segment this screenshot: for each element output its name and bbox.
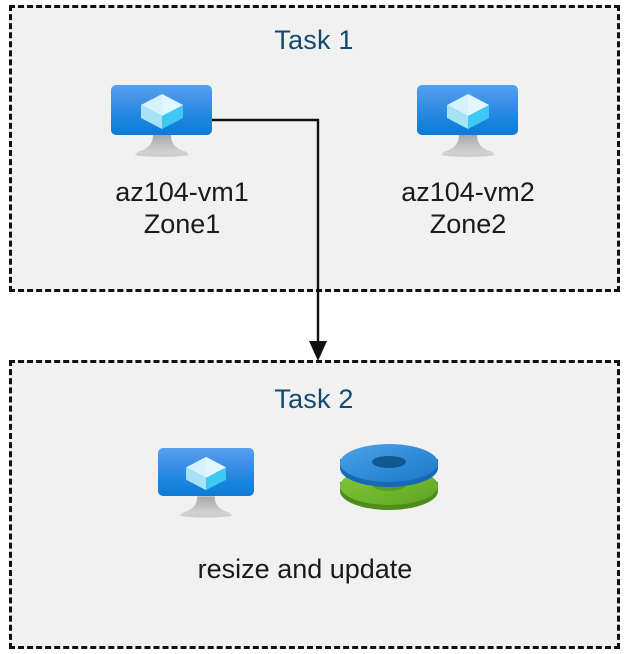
monitor-stand <box>179 496 233 518</box>
virtual-machine-icon-vm2 <box>417 85 518 157</box>
vm2-label: az104-vm2 Zone2 <box>401 177 535 239</box>
vm1-label: az104-vm1 Zone1 <box>115 177 249 239</box>
task-1-title: Task 1 <box>274 25 354 55</box>
task-2-container <box>9 360 620 649</box>
managed-disks-icon <box>340 444 438 510</box>
monitor-stand <box>440 135 495 157</box>
cube-glyph <box>186 456 226 491</box>
cube-glyph <box>140 94 183 129</box>
cube-glyph <box>446 94 489 129</box>
virtual-machine-icon-vm1 <box>111 85 212 157</box>
monitor-stand <box>134 135 189 157</box>
virtual-machine-icon-task2 <box>158 448 254 518</box>
task-2-title: Task 2 <box>274 384 354 414</box>
task-2-caption: resize and update <box>197 554 413 584</box>
